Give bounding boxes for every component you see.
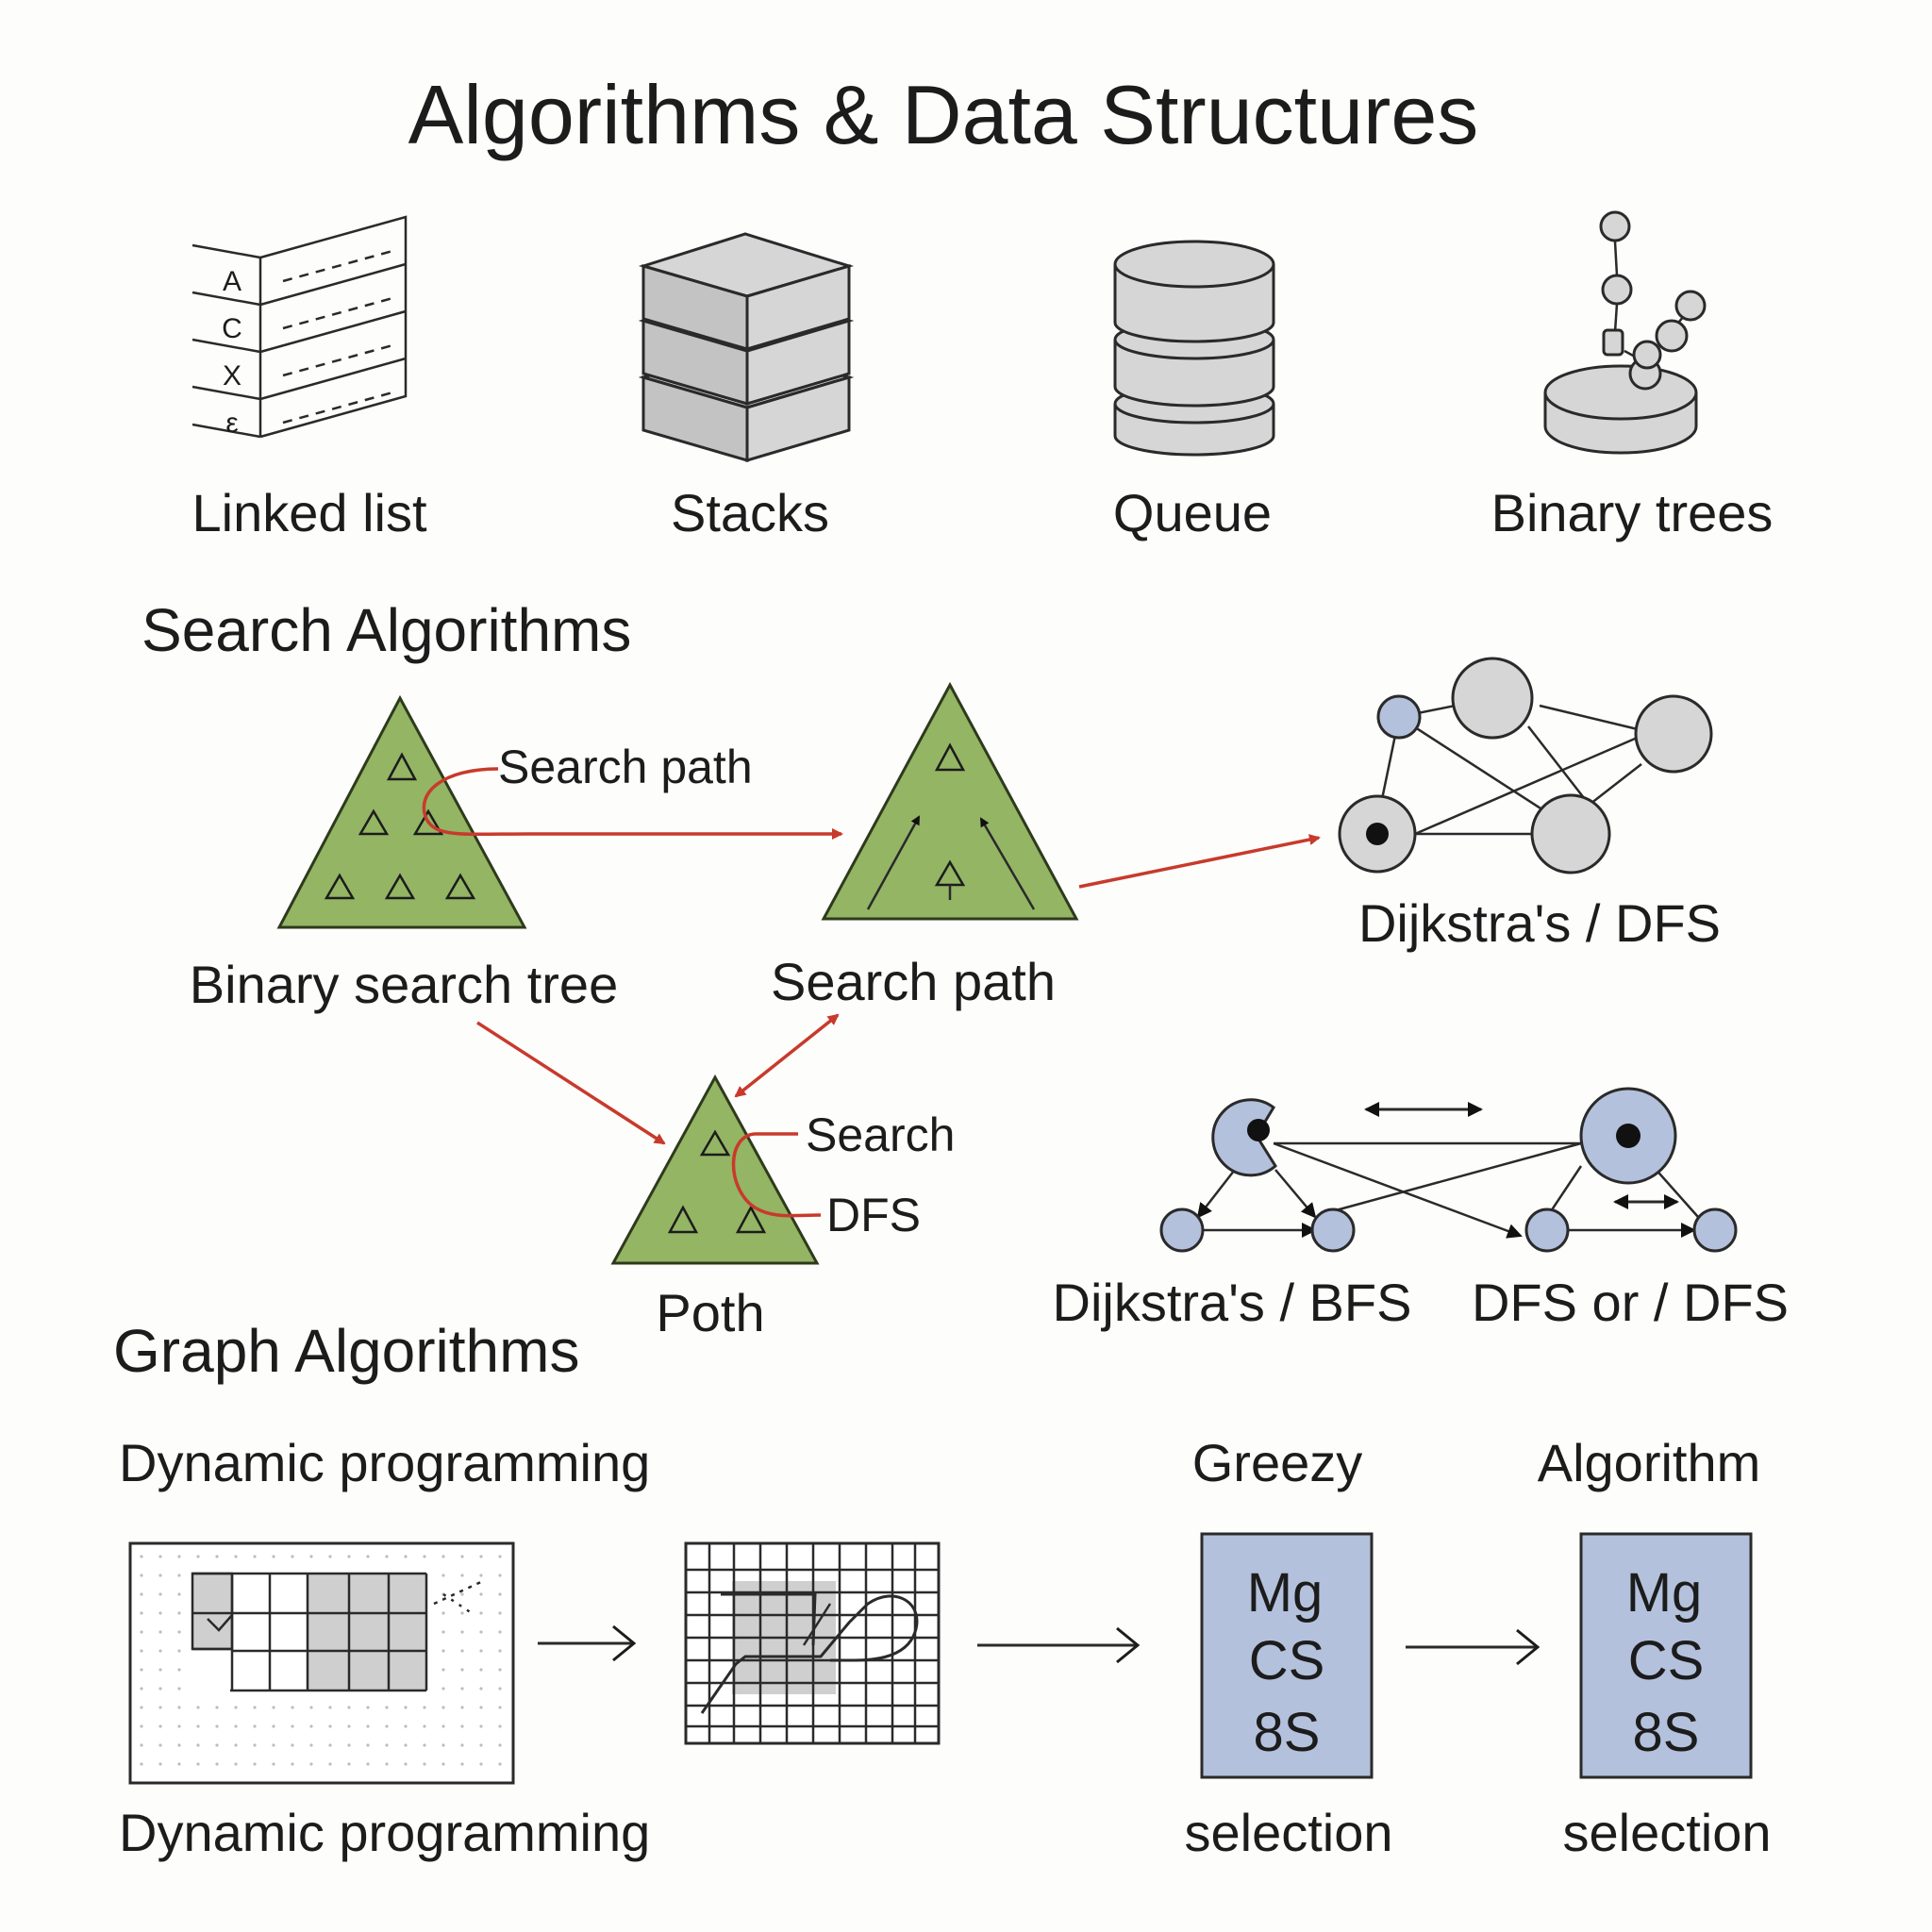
binary-trees-label: Binary trees [1491,483,1774,542]
poth-triangle [610,1074,820,1265]
dp-caption: Dynamic programming [119,1803,650,1862]
bst-search-path-curve [422,767,843,840]
dp-grid-panel [128,1541,515,1785]
queue-label: Queue [1113,483,1272,542]
algorithm-box-line: CS [1628,1630,1705,1691]
greezy-box [1200,1532,1374,1779]
greezy-box-line: 8S [1254,1702,1321,1763]
dijkstra-bfs-label: Dijkstra's / BFS [1053,1273,1412,1332]
page-title: Algorithms & Data Structures [408,68,1479,161]
poth-annotation-dfs: DFS [826,1189,921,1241]
binary-search-tree-label: Binary search tree [190,955,618,1014]
greezy-box-line: Mg [1247,1562,1324,1624]
search-path-triangle [821,681,1079,921]
dijkstra-bfs-graph [1159,1087,1738,1253]
search-section-title: Search Algorithms [142,596,631,664]
linked-list-label: Linked list [192,483,426,542]
poth-annotation-search: Search [806,1108,955,1161]
stacks-label: Stacks [671,483,829,542]
poth-label: Poth [656,1283,764,1342]
algorithm-selection-label: selection [1562,1803,1771,1862]
dfs-or-label: DFS or / DFS [1472,1273,1789,1332]
arrow-poth-search-path [734,1013,840,1098]
arrow-bst-to-poth [476,1021,666,1145]
graph-section-title: Graph Algorithms [113,1317,579,1385]
greezy-selection-label: selection [1184,1803,1392,1862]
linked-list-icon [192,215,408,439]
algorithm-box-line: Mg [1626,1562,1703,1624]
greezy-heading: Greezy [1192,1433,1363,1492]
poth-search-curve [731,1132,822,1218]
binary-trees-icon [1543,210,1707,455]
dp-path-grid [684,1541,941,1745]
stacks-icon [638,232,855,463]
arrow-to-dijkstra-dfs [1078,834,1321,889]
queue-icon [1113,240,1275,457]
algorithm-heading: Algorithm [1538,1433,1761,1492]
dp-heading: Dynamic programming [119,1433,650,1492]
bst-search-path-annotation: Search path [498,741,753,793]
linked-list-letter: C [222,313,242,344]
dijkstra-dfs-graph [1338,657,1713,874]
greezy-box-line: CS [1249,1630,1325,1691]
linked-list-letter: A [223,266,242,297]
binary-search-tree-triangle [276,694,527,929]
dijkstra-dfs-label: Dijkstra's / DFS [1358,893,1721,953]
algorithm-box-line: 8S [1633,1702,1700,1763]
linked-list-letter: X [223,360,242,391]
linked-list-letter: ε [225,408,238,439]
search-path-label: Search path [771,952,1056,1011]
algorithm-box [1579,1532,1753,1779]
